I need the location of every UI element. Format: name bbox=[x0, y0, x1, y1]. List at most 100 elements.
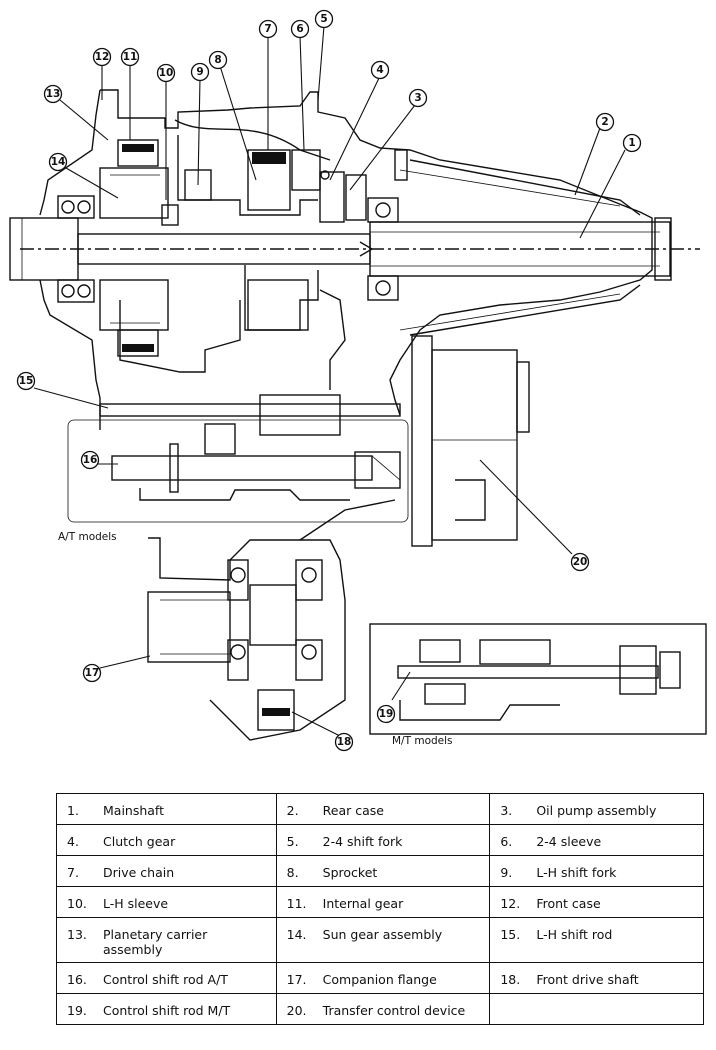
callout-6: 6 bbox=[290, 19, 310, 39]
legend-number: 4. bbox=[67, 834, 79, 849]
callout-16: 16 bbox=[80, 450, 100, 470]
callout-18: 18 bbox=[334, 732, 354, 752]
svg-text:20: 20 bbox=[573, 556, 588, 568]
legend-number: 20. bbox=[286, 1003, 307, 1018]
legend-part-name: Oil pump assembly bbox=[536, 803, 657, 818]
transfer-case-outline bbox=[39, 89, 653, 430]
legend-row: 13.Planetary carrier assembly 14.Sun gea… bbox=[56, 917, 704, 963]
svg-text:13: 13 bbox=[46, 88, 61, 100]
legend-cell: 6.2-4 sleeve bbox=[489, 824, 704, 856]
diagram-canvas: A/T models M/T models 1 2 3 4 5 6 7 8 9 … bbox=[9, 9, 707, 752]
svg-text:18: 18 bbox=[337, 736, 352, 748]
legend-number: 14. bbox=[286, 927, 307, 942]
legend-cell: 8. Sprocket bbox=[275, 855, 491, 887]
legend-cell: 11.Internal gear bbox=[275, 886, 491, 918]
legend-part-name: Companion flange bbox=[322, 972, 437, 987]
legend-cell: 4. Clutch gear bbox=[56, 824, 277, 856]
svg-text:2: 2 bbox=[601, 116, 608, 128]
svg-text:12: 12 bbox=[95, 51, 110, 63]
svg-text:15: 15 bbox=[19, 375, 34, 387]
mt-models-caption: M/T models bbox=[392, 735, 453, 747]
legend-row: 16.Control shift rod A/T 17. Companion fl… bbox=[56, 962, 704, 994]
legend-cell: 7. Drive chain bbox=[56, 855, 277, 887]
legend-part-name: Clutch gear bbox=[103, 834, 176, 849]
legend-cell: 19.Control shift rod M/T bbox=[56, 993, 277, 1025]
svg-text:5: 5 bbox=[320, 13, 327, 25]
legend-part-name: Transfer control device bbox=[322, 1003, 466, 1018]
legend-part-name: Rear case bbox=[322, 803, 384, 818]
legend-part-name: Front drive shaft bbox=[536, 972, 639, 987]
legend-cell-empty bbox=[489, 993, 704, 1025]
legend-number: 1. bbox=[67, 803, 79, 818]
mainshaft bbox=[9, 217, 700, 281]
callout-8: 8 bbox=[208, 50, 228, 70]
legend-number: 8. bbox=[286, 865, 299, 880]
svg-text:14: 14 bbox=[51, 156, 66, 168]
transfer-cross-section-diagram: A/T models M/T models 1 2 3 4 5 6 7 8 9 … bbox=[9, 9, 707, 752]
legend-part-name: L-H sleeve bbox=[103, 896, 169, 911]
svg-text:10: 10 bbox=[159, 67, 174, 79]
legend-number: 3. bbox=[500, 803, 513, 818]
legend-cell: 3. Oil pump assembly bbox=[489, 793, 704, 825]
legend-part-name: L-H shift rod bbox=[536, 927, 613, 942]
legend-row: 4. Clutch gear 5. 2-4 shift fork 6.2-4 sle… bbox=[56, 824, 704, 856]
legend-number: 7. bbox=[67, 865, 79, 880]
legend-number: 9. bbox=[500, 865, 513, 880]
legend-part-name: L-H shift fork bbox=[536, 865, 617, 880]
legend-part-name: Control shift rod A/T bbox=[103, 972, 228, 987]
legend-row: 7. Drive chain 8. Sprocket 9. L-H shift for… bbox=[56, 855, 704, 887]
legend-part-name: Mainshaft bbox=[103, 803, 165, 818]
svg-text:4: 4 bbox=[376, 64, 383, 76]
callout-15: 15 bbox=[16, 371, 36, 391]
legend-cell: 5. 2-4 shift fork bbox=[275, 824, 491, 856]
rear-bearings bbox=[367, 197, 399, 301]
svg-text:3: 3 bbox=[414, 92, 421, 104]
legend-row: 19.Control shift rod M/T 20. Transfer con… bbox=[56, 993, 704, 1025]
legend-cell: 16.Control shift rod A/T bbox=[56, 962, 277, 994]
legend-number: 2. bbox=[286, 803, 299, 818]
legend-cell: 10.L-H sleeve bbox=[56, 886, 277, 918]
front-bearings bbox=[57, 195, 95, 303]
svg-text:19: 19 bbox=[379, 708, 394, 720]
legend-number: 5. bbox=[286, 834, 299, 849]
callout-5: 5 bbox=[314, 9, 334, 29]
legend-number: 15. bbox=[500, 927, 521, 942]
svg-text:16: 16 bbox=[83, 454, 98, 466]
callout-3: 3 bbox=[408, 88, 428, 108]
svg-text:7: 7 bbox=[264, 23, 271, 35]
callout-2: 2 bbox=[595, 112, 615, 132]
at-shift-section bbox=[67, 394, 409, 523]
callout-12: 12 bbox=[92, 47, 112, 67]
callout-11: 11 bbox=[120, 47, 140, 67]
callout-10: 10 bbox=[156, 63, 176, 83]
legend-part-name: Drive chain bbox=[103, 865, 175, 880]
legend-cell: 17. Companion flange bbox=[275, 962, 491, 994]
legend-row: 1. Mainshaft 2. Rear case 3. Oil pump assem… bbox=[56, 793, 704, 825]
legend-number: 12. bbox=[500, 896, 521, 911]
legend-cell: 18.Front drive shaft bbox=[489, 962, 704, 994]
transfer-control-device bbox=[411, 335, 530, 547]
legend-number: 13. bbox=[67, 927, 87, 942]
legend-cell: 20. Transfer control device bbox=[275, 993, 491, 1025]
callout-19: 19 bbox=[376, 704, 396, 724]
parts-legend-table: 1. Mainshaft 2. Rear case 3. Oil pump assem… bbox=[56, 793, 704, 1025]
callout-9: 9 bbox=[190, 62, 210, 82]
svg-text:8: 8 bbox=[214, 54, 221, 66]
legend-cell: 12. Front case bbox=[489, 886, 704, 918]
legend-cell: 9. L-H shift fork bbox=[489, 855, 704, 887]
at-models-caption: A/T models bbox=[58, 531, 117, 543]
legend-number: 17. bbox=[286, 972, 307, 987]
rear-case-extension bbox=[399, 159, 641, 336]
legend-cell: 14.Sun gear assembly bbox=[275, 917, 491, 963]
svg-text:17: 17 bbox=[85, 667, 100, 679]
legend-part-name: Sprocket bbox=[322, 865, 378, 880]
svg-text:11: 11 bbox=[123, 51, 138, 63]
legend-cell: 2. Rear case bbox=[275, 793, 491, 825]
callout-14: 14 bbox=[48, 152, 68, 172]
mt-inset bbox=[369, 623, 707, 735]
legend-part-name: Control shift rod M/T bbox=[103, 1003, 231, 1018]
planetary-gear-set bbox=[99, 139, 212, 357]
legend-part-name: 2-4 shift fork bbox=[322, 834, 403, 849]
legend-part-name: Front case bbox=[536, 896, 601, 911]
